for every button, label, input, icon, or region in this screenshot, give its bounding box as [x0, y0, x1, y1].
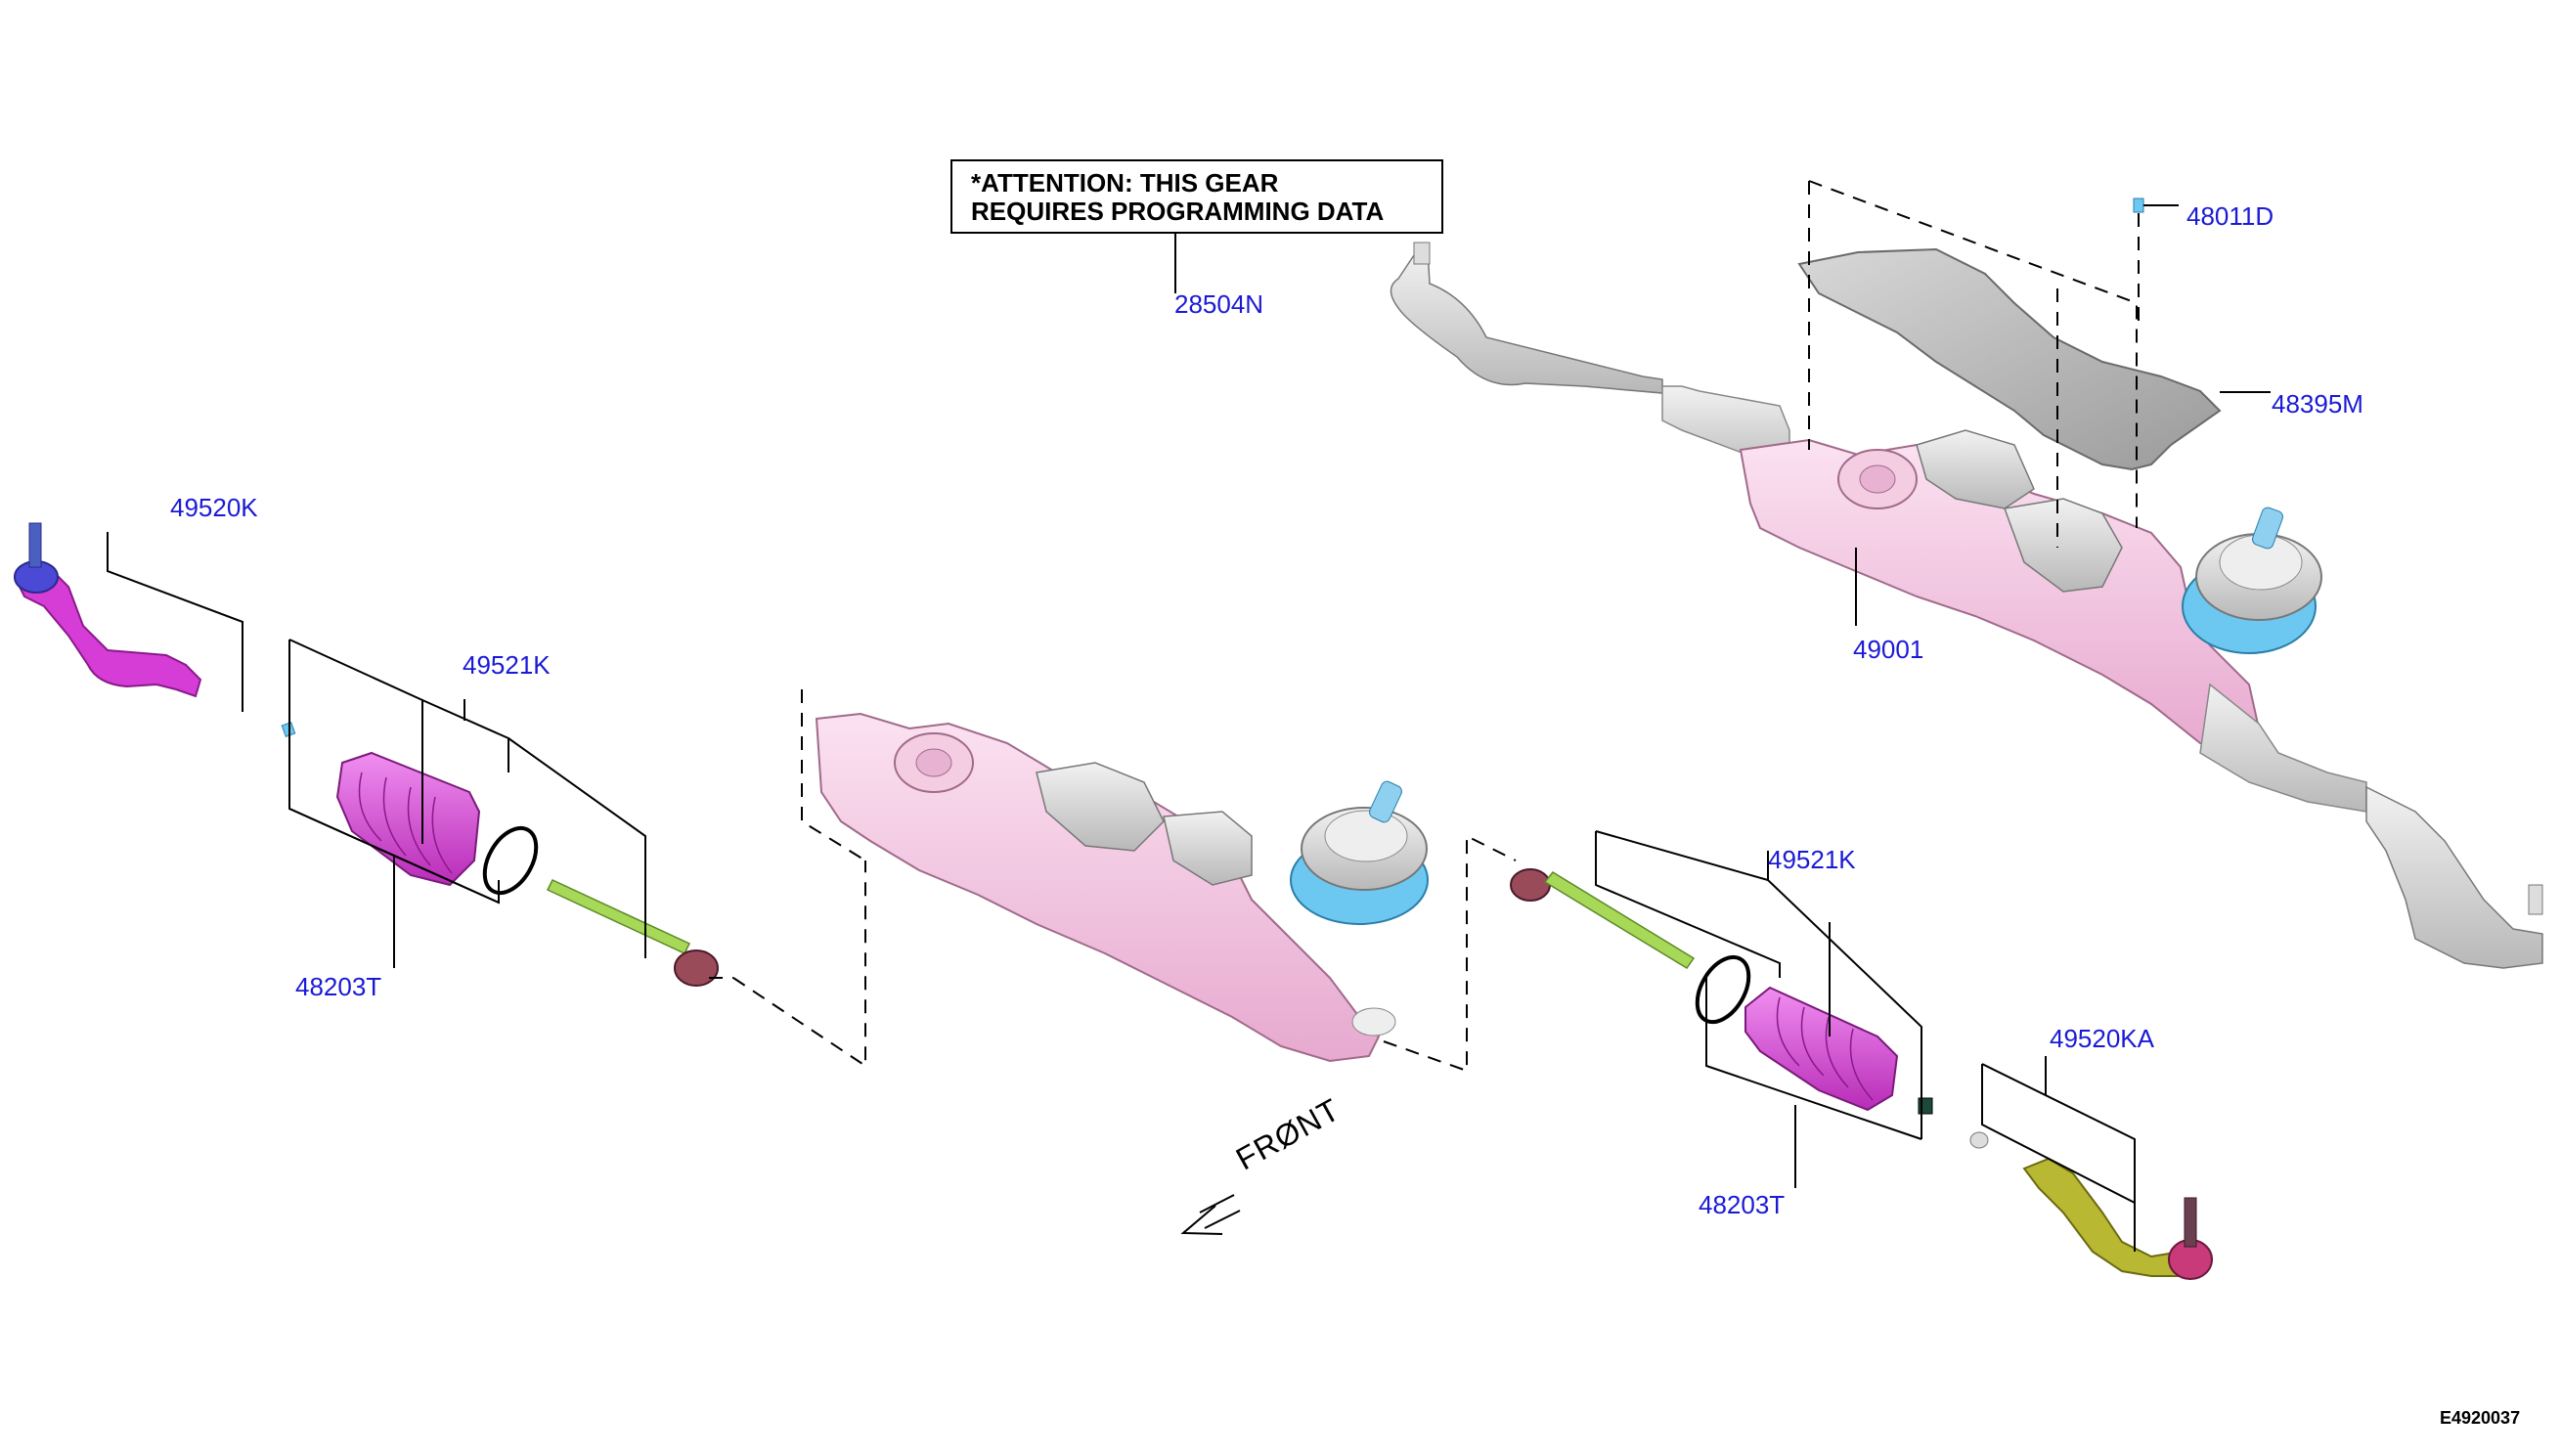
clamp-ring-left: [482, 825, 539, 896]
callout-gear-assembly[interactable]: 28504N: [1174, 289, 1264, 319]
callout-inner-socket-left[interactable]: 49521K: [463, 650, 551, 680]
callout-boot-right[interactable]: 48203T: [1699, 1190, 1786, 1219]
callout-inner-socket-right[interactable]: 49521K: [1768, 845, 1856, 874]
steering-gear-assembly-top: [1390, 198, 2543, 969]
notice-line-2: REQUIRES PROGRAMMING DATA: [971, 197, 1385, 226]
heat-shield: [1797, 247, 2222, 471]
left-exploded-parts: [14, 522, 719, 987]
figure-id: E4920037: [2440, 1408, 2521, 1428]
boot-upper-right: [2199, 683, 2367, 813]
tie-rod-end-upper-left: [1390, 248, 1663, 394]
inner-ball-joint-right: [1510, 868, 1551, 902]
tie-rod-end-upper-right: [2365, 785, 2543, 969]
dashed-guides: [709, 180, 2140, 1073]
inner-tie-rod-left: [546, 879, 691, 954]
notice-line-1: *ATTENTION: THIS GEAR: [971, 168, 1279, 198]
front-arrow-icon: [1180, 1194, 1241, 1235]
boot-right: [1744, 986, 1899, 1112]
callout-power-steering-gear[interactable]: 49001: [1853, 635, 1924, 664]
callout-bolt[interactable]: 48011D: [2186, 201, 2274, 231]
right-exploded-parts: [1510, 868, 2213, 1280]
inner-tie-rod-right: [1543, 871, 1696, 970]
pinion-shaft-middle: [1369, 780, 1402, 823]
callout-boot-left[interactable]: 48203T: [295, 972, 382, 1001]
pinion-shaft-upper: [2252, 507, 2283, 550]
control-module-upper: [2003, 498, 2123, 593]
bolt-icon: [2133, 198, 2144, 213]
callout-heat-shield[interactable]: 48395M: [2272, 389, 2363, 419]
callout-tie-rod-end-left[interactable]: 49520K: [170, 493, 258, 522]
tie-rod-end-left: [18, 570, 202, 698]
ball-stud-upper-left: [1413, 242, 1431, 265]
programming-notice-box: *ATTENTION: THIS GEAR REQUIRES PROGRAMMI…: [950, 159, 1443, 234]
steering-gear-assembly-middle: [815, 712, 1429, 1063]
callout-tie-rod-end-right[interactable]: 49520KA: [2050, 1024, 2154, 1053]
leader-lines: [107, 204, 2271, 1252]
electric-motor-upper: [1916, 429, 2035, 509]
control-module-middle: [1036, 762, 1165, 852]
inner-ball-joint-left: [674, 949, 719, 987]
